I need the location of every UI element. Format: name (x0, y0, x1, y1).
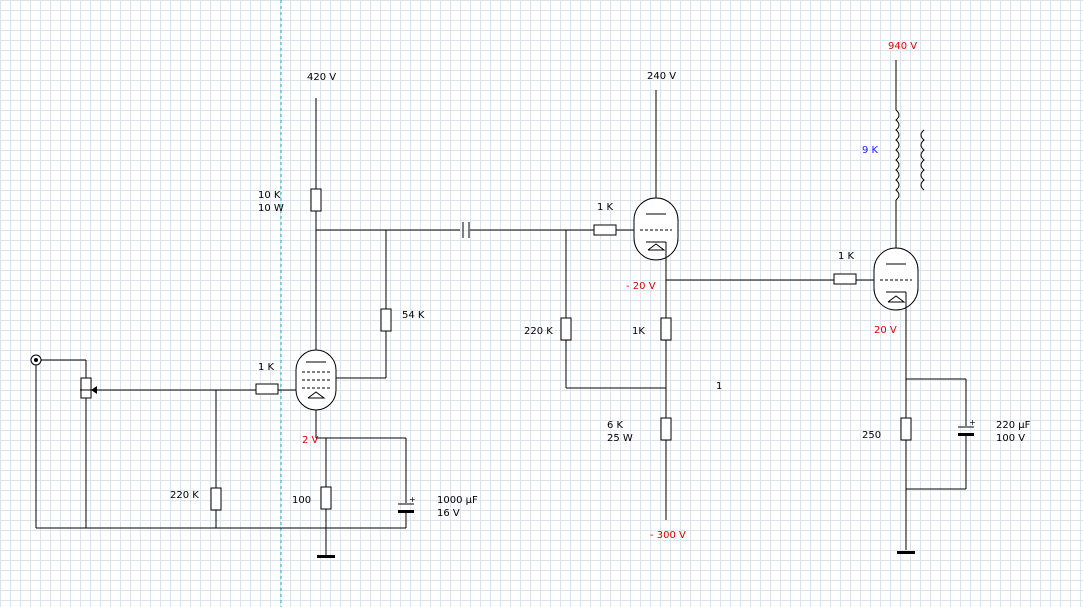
capacitor-1000uf[interactable]: + (398, 438, 416, 528)
label-220uf: 220 µF (996, 420, 1031, 431)
label-250: 250 (862, 430, 881, 441)
svg-text:+: + (969, 418, 976, 427)
label-1k-grid-1: 1 K (258, 362, 275, 373)
resistor-54k[interactable] (336, 230, 392, 379)
label-2v: 2 V (302, 435, 319, 446)
label-1k-grid-2: 1 K (597, 202, 614, 213)
label-100: 100 (292, 495, 311, 506)
label-25w: 25 W (607, 433, 633, 444)
label-n20v: - 20 V (626, 281, 656, 292)
resistor-6k[interactable] (660, 417, 672, 520)
resistor-220k-mid[interactable] (560, 230, 666, 389)
label-100v: 100 V (996, 433, 1025, 444)
label-940v: 940 V (888, 41, 917, 52)
resistor-10k-plate[interactable] (310, 188, 322, 212)
ground-3-icon (897, 551, 915, 554)
svg-text:+: + (409, 495, 416, 504)
label-420v: 420 V (307, 72, 336, 83)
label-9k: 9 K (862, 145, 879, 156)
label-n300v: - 300 V (650, 530, 686, 541)
input-jack[interactable] (30, 354, 42, 366)
label-220k-input: 220 K (170, 490, 199, 501)
label-10w: 10 W (258, 203, 284, 214)
label-20v: 20 V (874, 325, 897, 336)
label-220k-mid: 220 K (524, 326, 553, 337)
label-10k: 10 K (258, 190, 281, 201)
ground-1-icon (317, 555, 335, 558)
resistor-250[interactable] (900, 417, 912, 550)
node-label-1: 1 (716, 381, 722, 392)
potentiometer[interactable] (80, 360, 256, 528)
wiper-arrow-icon (91, 386, 97, 394)
transformer-secondary-icon (920, 129, 925, 191)
resistor-1k-grid-1[interactable] (255, 383, 302, 395)
resistor-1k-grid-2[interactable] (593, 224, 640, 236)
capacitor-220uf[interactable]: + (906, 379, 976, 490)
tube-1-pentode[interactable] (295, 349, 337, 411)
tube-2-triode[interactable] (633, 197, 679, 261)
resistor-220k-input[interactable] (210, 390, 222, 528)
coupling-capacitor[interactable] (462, 222, 470, 238)
label-1k-grid-3: 1 K (838, 251, 855, 262)
label-54k: 54 K (402, 310, 425, 321)
label-1000uf: 1000 µF (437, 495, 478, 506)
transformer-primary-icon (895, 109, 900, 201)
label-16v: 16 V (437, 508, 460, 519)
label-6k: 6 K (607, 420, 624, 431)
resistor-100[interactable] (320, 486, 332, 555)
label-1k-cathode: 1K (632, 326, 645, 337)
tube-3-output[interactable] (873, 247, 919, 311)
label-240v: 240 V (647, 71, 676, 82)
resistor-1k-grid-3[interactable] (833, 273, 880, 285)
resistor-1k-cathode[interactable] (660, 317, 672, 418)
